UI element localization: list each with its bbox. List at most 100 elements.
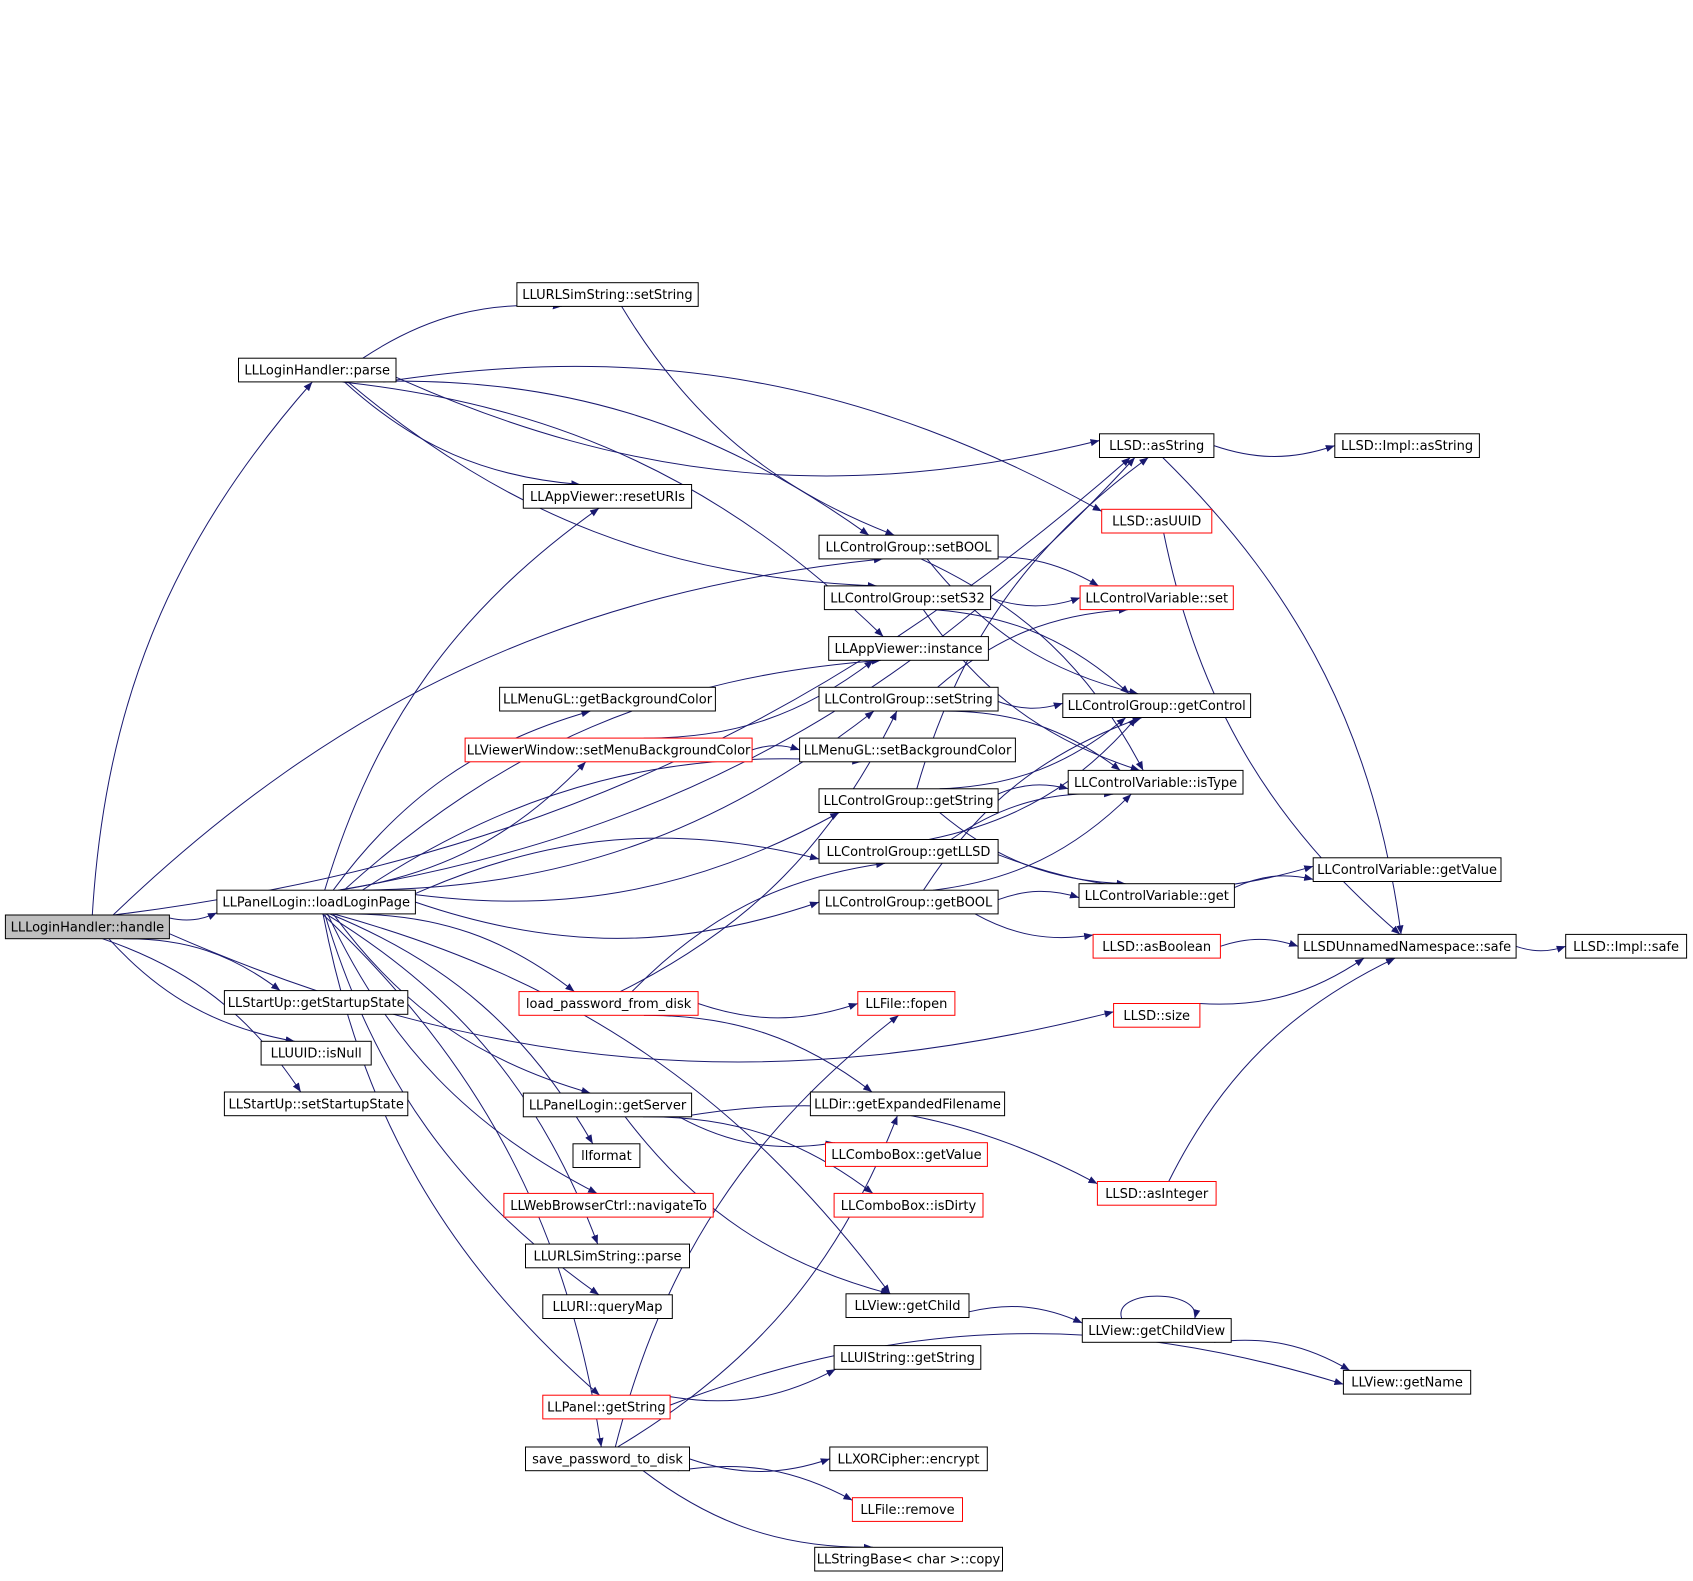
- edge-savePassword-to-fopen: [614, 1015, 899, 1448]
- node-label: LLURLSimString::parse: [533, 1250, 681, 1265]
- edge-setMenuBgColor-to-setBackgroundColor: [751, 743, 800, 751]
- node-box: [857, 991, 956, 1016]
- edge-handle-to-loadLoginPage: [169, 912, 218, 921]
- edge-getServer-to-comboIsDirty: [643, 1116, 874, 1194]
- node-box: [1099, 433, 1215, 458]
- node-label: LLStartUp::getStartupState: [228, 996, 405, 1011]
- node-box: [809, 1091, 1006, 1117]
- node-getBackgroundColor: LLMenuGL::getBackgroundColor: [499, 686, 716, 712]
- node-label: LLSD::asBoolean: [1102, 940, 1211, 955]
- node-box: [542, 1294, 673, 1320]
- node-setBOOL: LLControlGroup::setBOOL: [818, 534, 999, 560]
- node-label: llformat: [581, 1149, 632, 1164]
- node-cgSetString: LLControlGroup::setString: [818, 686, 999, 712]
- node-implSafe: LLSD::Impl::safe: [1565, 933, 1688, 959]
- node-viewGetChild: LLView::getChild: [845, 1293, 970, 1319]
- node-cvGet: LLControlVariable::get: [1078, 883, 1235, 908]
- node-label: LLControlGroup::getLLSD: [827, 845, 991, 860]
- node-label: LLUUID::isNull: [271, 1047, 362, 1062]
- node-llformat: llformat: [572, 1143, 641, 1169]
- edge-getServer-to-comboGetValue: [678, 1116, 835, 1148]
- edge-getChildView-to-getChildView: [1120, 1295, 1201, 1319]
- node-urlParse: LLURLSimString::parse: [525, 1243, 690, 1269]
- node-getBOOL: LLControlGroup::getBOOL: [818, 889, 999, 915]
- edge-parse-to-asUUID: [383, 365, 1102, 512]
- node-getChildView: LLView::getChildView: [1081, 1318, 1232, 1343]
- node-setBackgroundColor: LLMenuGL::setBackgroundColor: [799, 737, 1016, 763]
- edge-loadLoginPage-to-loadPassword: [350, 913, 575, 992]
- edge-handle-to-getStartupState: [123, 938, 281, 991]
- edge-cgSetString-to-isType: [943, 710, 1121, 771]
- node-box: [1312, 857, 1502, 882]
- node-getServer: LLPanelLogin::getServer: [522, 1092, 693, 1118]
- node-box: [516, 282, 699, 307]
- node-safe: LLSDUnnamedNamespace::safe: [1297, 933, 1517, 959]
- node-box: [499, 686, 716, 712]
- node-getLLSD: LLControlGroup::getLLSD: [818, 839, 999, 864]
- node-label: LLComboBox::getValue: [831, 1148, 981, 1163]
- node-label: LLSD::size: [1123, 1009, 1190, 1024]
- node-label: LLSD::asInteger: [1105, 1187, 1209, 1202]
- node-panelGetString: LLPanel::getString: [542, 1394, 671, 1420]
- edge-loadLoginPage-to-instance: [343, 657, 881, 891]
- edge-cgSetString-to-cvSet: [937, 606, 1128, 688]
- node-label: save_password_to_disk: [532, 1452, 683, 1467]
- node-cgGetString: LLControlGroup::getString: [818, 788, 999, 813]
- node-box: [818, 839, 999, 864]
- edge-loadLoginPage-to-asString: [337, 457, 1136, 891]
- node-label: LLMenuGL::setBackgroundColor: [804, 743, 1012, 758]
- node-label: LLSD::Impl::asString: [1341, 439, 1473, 454]
- edge-getBOOL-to-cvGet: [997, 890, 1080, 901]
- node-box: [464, 737, 753, 763]
- node-cvSet: LLControlVariable::set: [1079, 585, 1234, 611]
- edge-handle-to-parse: [91, 381, 313, 916]
- edge-loadLoginPage-to-cgGetString: [385, 812, 840, 902]
- node-box: [1342, 1369, 1472, 1395]
- edge-savePassword-to-copy: [642, 1470, 873, 1551]
- edge-setBOOL-to-cvSet: [966, 556, 1099, 587]
- edge-cgSetString-to-getControl: [997, 701, 1063, 710]
- edge-asBoolean-to-safe: [1220, 938, 1299, 947]
- node-box: [828, 636, 989, 661]
- edge-parse-to-asString: [395, 376, 1100, 477]
- node-parse: LLLoginHandler::parse: [238, 357, 397, 383]
- node-label: LLFile::remove: [860, 1503, 954, 1518]
- edge-llsdSize-to-safe: [1199, 957, 1365, 1005]
- node-label: LLControlVariable::get: [1085, 889, 1229, 904]
- edge-parse-to-resetURIs: [344, 381, 581, 488]
- node-remove: LLFile::remove: [851, 1497, 964, 1522]
- edge-setS32-to-getControl: [934, 609, 1130, 695]
- edge-setMenuBgColor-to-instance: [643, 660, 874, 739]
- node-label: LLUIString::getString: [840, 1351, 975, 1366]
- node-setMenuBgColor: LLViewerWindow::setMenuBackgroundColor: [464, 737, 753, 763]
- node-navigateTo: LLWebBrowserCtrl::navigateTo: [503, 1192, 714, 1218]
- node-resetURIs: LLAppViewer::resetURIs: [522, 484, 693, 509]
- node-label: load_password_from_disk: [526, 997, 692, 1012]
- node-box: [818, 788, 999, 813]
- node-box: [823, 585, 992, 611]
- edge-cgGetString-to-isType: [997, 783, 1069, 795]
- edge-loadLoginPage-to-getLLSD: [415, 837, 820, 895]
- node-loadPassword: load_password_from_disk: [518, 991, 699, 1016]
- node-getControl: LLControlGroup::getControl: [1062, 693, 1252, 718]
- edge-loadLoginPage-to-getServer: [332, 913, 591, 1095]
- node-queryMap: LLURI::queryMap: [542, 1294, 673, 1320]
- node-label: LLPanelLogin::loadLoginPage: [222, 896, 410, 911]
- edge-safe-to-implSafe: [1515, 945, 1566, 953]
- edge-loadPassword-to-getExpandedFilename: [643, 1014, 873, 1093]
- edge-parse-to-urlSetString: [362, 302, 562, 359]
- node-label: LLControlGroup::setS32: [830, 591, 984, 606]
- node-uiGetString: LLUIString::getString: [833, 1345, 982, 1370]
- node-label: LLControlGroup::getString: [824, 794, 994, 809]
- node-label: LLStringBase< char >::copy: [817, 1553, 1001, 1568]
- edge-getBOOL-to-asBoolean: [974, 913, 1094, 940]
- node-label: LLAppViewer::instance: [835, 642, 983, 657]
- node-box: [1081, 1318, 1232, 1343]
- edge-loadLoginPage-to-setBackgroundColor: [362, 757, 862, 891]
- node-box: [829, 1446, 988, 1472]
- node-label: LLURLSimString::setString: [522, 288, 692, 303]
- edge-handle-to-isNull: [108, 938, 295, 1044]
- node-loadLoginPage: LLPanelLogin::loadLoginPage: [216, 889, 416, 915]
- node-box: [814, 1546, 1004, 1572]
- node-box: [1096, 1181, 1217, 1206]
